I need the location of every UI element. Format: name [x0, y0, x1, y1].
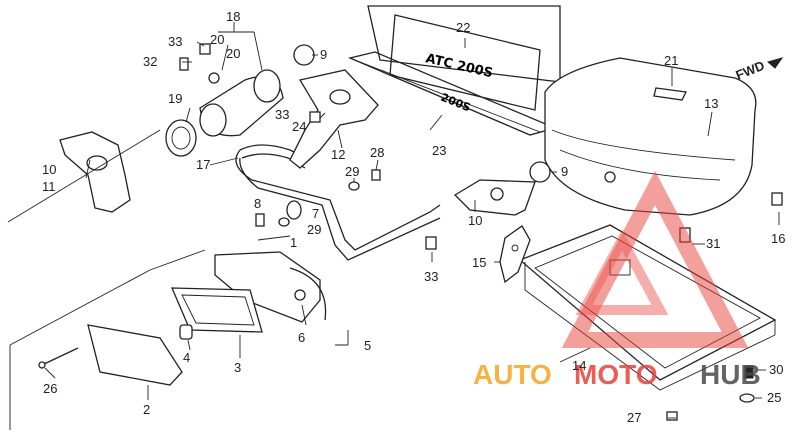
part-number-33-bottom: 33: [424, 269, 438, 284]
nut-27: [666, 411, 678, 421]
part-number-29-right: 29: [345, 164, 359, 179]
lens-2: [87, 324, 183, 386]
cap-19: [165, 119, 197, 157]
bracket-10-right: [453, 179, 536, 216]
part-number-11: 11: [42, 179, 56, 194]
watermark-word-hub: HUB: [700, 359, 761, 390]
part-number-26: 26: [43, 381, 57, 396]
part-number-29-left: 29: [307, 222, 321, 237]
part-number-33-top: 33: [168, 34, 182, 49]
part-number-12: 12: [331, 147, 345, 162]
seat-13: [544, 57, 757, 216]
part-number-5: 5: [364, 338, 371, 353]
fwd-label: FWD: [734, 58, 767, 83]
bolt-8: [255, 213, 265, 227]
bolt-33-mid: [425, 236, 437, 250]
cut-line: [7, 129, 161, 223]
group-line-5: [9, 249, 206, 430]
bolt-16: [771, 192, 783, 206]
part-number-31: 31: [706, 236, 720, 251]
part-number-20-top: 20: [210, 32, 224, 47]
part-number-1: 1: [290, 235, 297, 250]
part-number-2: 2: [143, 402, 150, 417]
bulb-4: [179, 324, 193, 340]
group-bracket-5: [335, 330, 349, 346]
part-number-19: 19: [168, 91, 182, 106]
washer-29-right: [348, 181, 360, 191]
watermark-triangle-inner: [575, 229, 669, 315]
watermark-word-moto: MOTO: [574, 359, 657, 390]
part-number-14: 14: [572, 358, 586, 373]
watermark-logo: AUTO MOTO HUB: [473, 170, 761, 390]
bracket-12: [289, 69, 379, 169]
collar-7: [286, 200, 302, 220]
fwd-arrow: FWD: [734, 57, 784, 83]
frame-bar-17: [235, 144, 441, 261]
part-number-3: 3: [234, 360, 241, 375]
part-number-6: 6: [298, 330, 305, 345]
part-number-10-left: 10: [42, 162, 56, 177]
washer-25: [739, 393, 755, 403]
part-number-20-mid: 20: [226, 46, 240, 61]
part-number-24: 24: [292, 119, 306, 134]
bracket-15: [499, 225, 531, 284]
part-number-13: 13: [704, 96, 718, 111]
part-number-17: 17: [196, 157, 210, 172]
watermark-triangle-outer: [561, 170, 749, 348]
part-number-16: 16: [771, 231, 785, 246]
part-number-labels: 18 33 20 32 20 9 22 21 13 19 33 24 23 12…: [42, 9, 785, 425]
screw-26: [38, 347, 79, 369]
part-number-33-mid: 33: [275, 107, 289, 122]
grommet-9-top: [293, 44, 315, 66]
taillight-housing-6: [214, 251, 327, 323]
bolt-33-top: [199, 43, 211, 55]
part-number-7: 7: [312, 206, 319, 221]
part-number-15: 15: [472, 255, 486, 270]
part-number-30: 30: [769, 362, 783, 377]
bracket-10-left: [59, 131, 131, 213]
part-number-18: 18: [226, 9, 240, 24]
part-number-23: 23: [432, 143, 446, 158]
clip-20: [208, 72, 220, 84]
bolt-24: [309, 111, 321, 123]
part-number-21: 21: [664, 53, 678, 68]
lens-gasket-3: [171, 287, 263, 333]
washer-29-left: [278, 217, 290, 227]
decal-21: [653, 87, 687, 101]
watermark-word-auto: AUTO: [473, 359, 552, 390]
bolt-30: [744, 365, 754, 379]
part-number-27: 27: [627, 410, 641, 425]
bolt-32: [179, 57, 189, 71]
part-number-32: 32: [143, 54, 157, 69]
part-number-22: 22: [456, 20, 470, 35]
leader-lines: [44, 22, 780, 419]
part-number-4: 4: [183, 350, 190, 365]
part-number-25: 25: [767, 390, 781, 405]
grommet-9-right: [529, 161, 551, 183]
cylinder-18: [199, 69, 284, 137]
part-number-9-right: 9: [561, 164, 568, 179]
bolt-28: [371, 169, 381, 181]
part-number-9-top: 9: [320, 47, 327, 62]
part-number-8: 8: [254, 196, 261, 211]
part-number-28: 28: [370, 145, 384, 160]
part-number-10-right: 10: [468, 213, 482, 228]
